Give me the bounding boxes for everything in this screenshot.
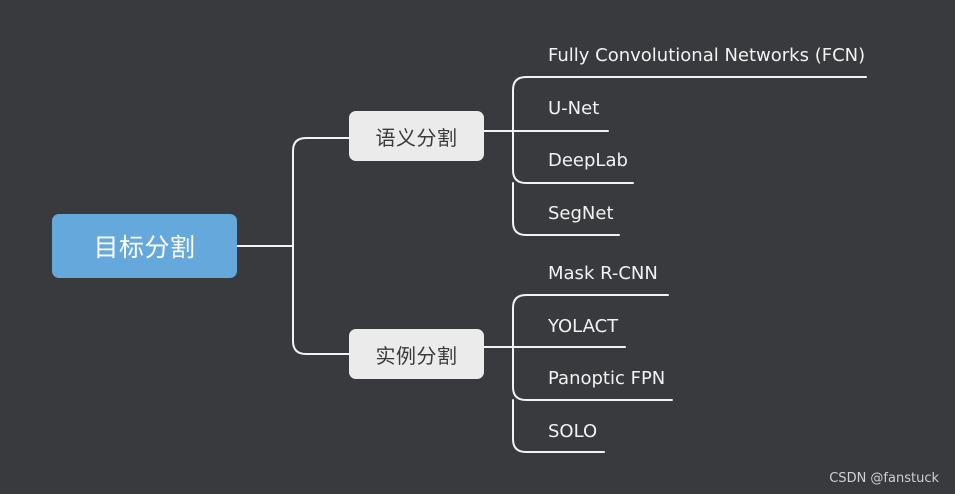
branch-node-semantic-segmentation: 语义分割 xyxy=(349,111,484,161)
branch-node-instance-segmentation: 实例分割 xyxy=(349,329,484,379)
connector-leaf-panoptic xyxy=(512,346,673,401)
connector-leaf-maskrcnn xyxy=(512,294,669,348)
leaf-fcn: Fully Convolutional Networks (FCN) xyxy=(548,45,866,66)
leaf-yolact: YOLACT xyxy=(548,316,619,337)
connector-leaf-deeplab xyxy=(512,130,634,184)
leaf-solo: SOLO xyxy=(548,421,598,442)
connector-leaf-fcn xyxy=(512,76,867,132)
root-node-object-segmentation: 目标分割 xyxy=(52,214,237,278)
connector-root-to-semantic xyxy=(292,137,350,247)
leaf-panoptic-fpn: Panoptic FPN xyxy=(548,368,666,389)
leaf-mask-rcnn: Mask R-CNN xyxy=(548,263,658,284)
connector-leaf-segnet xyxy=(512,182,620,236)
leaf-unet: U-Net xyxy=(548,98,600,119)
leaf-deeplab: DeepLab xyxy=(548,150,628,171)
watermark: CSDN @fanstuck xyxy=(829,471,939,486)
connector-root-to-instance xyxy=(292,245,350,355)
leaf-segnet: SegNet xyxy=(548,203,614,224)
connector-leaf-solo xyxy=(512,399,605,453)
